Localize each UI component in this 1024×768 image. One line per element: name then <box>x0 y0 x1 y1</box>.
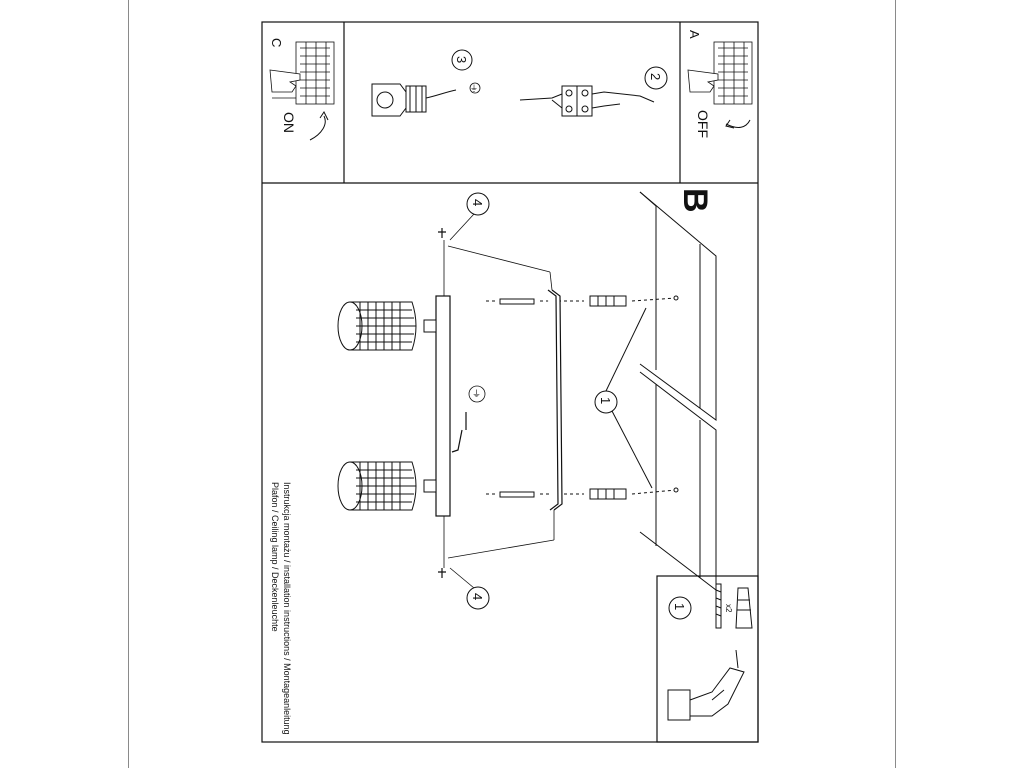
step-1-callout: 1 <box>594 307 653 489</box>
ground-symbol-base: ⏚ <box>472 389 481 399</box>
ground-terminal-icon <box>371 83 457 117</box>
wall-plug-top <box>589 295 627 307</box>
kit-quantity: x2 <box>724 604 733 613</box>
panel-c-state: ON <box>281 112 297 133</box>
step-2-badge <box>644 66 668 90</box>
caption-line-2: Plafon / Ceiling lamp / Deckenleuchte <box>270 482 280 632</box>
fixing-set-bottom <box>486 487 679 500</box>
caption-line-1: Instrukcja montażu / installation instru… <box>282 482 292 735</box>
panel-a-state: OFF <box>695 110 711 138</box>
spotlight-top <box>337 301 437 351</box>
step-4-number-bottom: 4 <box>470 593 485 600</box>
hand-c-icon <box>269 69 301 99</box>
step-4-badge-bottom <box>466 586 490 610</box>
assembly-guides <box>443 240 555 568</box>
rotate-arrow-a-icon <box>725 119 751 128</box>
screw-kit-icon <box>715 583 753 629</box>
terminal-block-icon <box>519 85 655 117</box>
drill-hole-top <box>673 295 679 301</box>
breaker-a-icon <box>713 41 753 105</box>
step-3-number: 3 <box>454 56 469 63</box>
panel-a-letter: A <box>687 30 702 39</box>
wall-plug-bottom <box>589 488 627 500</box>
step-4-bottom: 4 <box>438 567 490 610</box>
drill-step-1-badge <box>668 596 692 620</box>
breaker-c-icon <box>295 41 335 105</box>
drill-hole-bottom <box>673 487 679 493</box>
step-3-badge <box>451 49 473 71</box>
page-border <box>128 0 896 768</box>
drill-step-1-number: 1 <box>672 603 687 610</box>
hand-a-icon <box>687 69 719 93</box>
screw-4-top-icon <box>438 228 446 238</box>
step-4-number-top: 4 <box>470 199 485 206</box>
fixing-set-top <box>486 295 679 307</box>
step-2: 2 <box>519 66 668 117</box>
ground-symbol-base-icon <box>468 385 486 403</box>
drill-panel-content: 1 x2 <box>667 583 753 721</box>
screw-bottom <box>499 491 535 498</box>
ground-symbol-icon <box>469 82 481 94</box>
step-4-top: 4 <box>438 192 490 241</box>
panel-c-letter: C <box>269 38 284 47</box>
panel-b-letter: B <box>676 188 714 213</box>
step-2-number: 2 <box>648 73 663 80</box>
rotate-arrow-c-icon <box>309 115 326 141</box>
lamp-base <box>435 295 486 517</box>
step-1-number: 1 <box>598 397 613 404</box>
ground-symbol-3: ⏚ <box>470 84 478 93</box>
screw-4-bottom-icon <box>438 568 446 578</box>
ceiling-slab <box>639 191 717 592</box>
outer-panel <box>261 21 759 743</box>
panel-c: C ON <box>269 38 335 141</box>
spotlight-bottom <box>337 461 437 511</box>
mounting-bracket <box>547 289 563 511</box>
screw-top <box>499 298 535 305</box>
drill-icon <box>667 649 745 721</box>
step-3: 3 ⏚ <box>371 49 481 117</box>
drill-panel <box>656 575 759 743</box>
step-4-badge-top <box>466 192 490 216</box>
panel-a: A OFF <box>687 30 753 138</box>
